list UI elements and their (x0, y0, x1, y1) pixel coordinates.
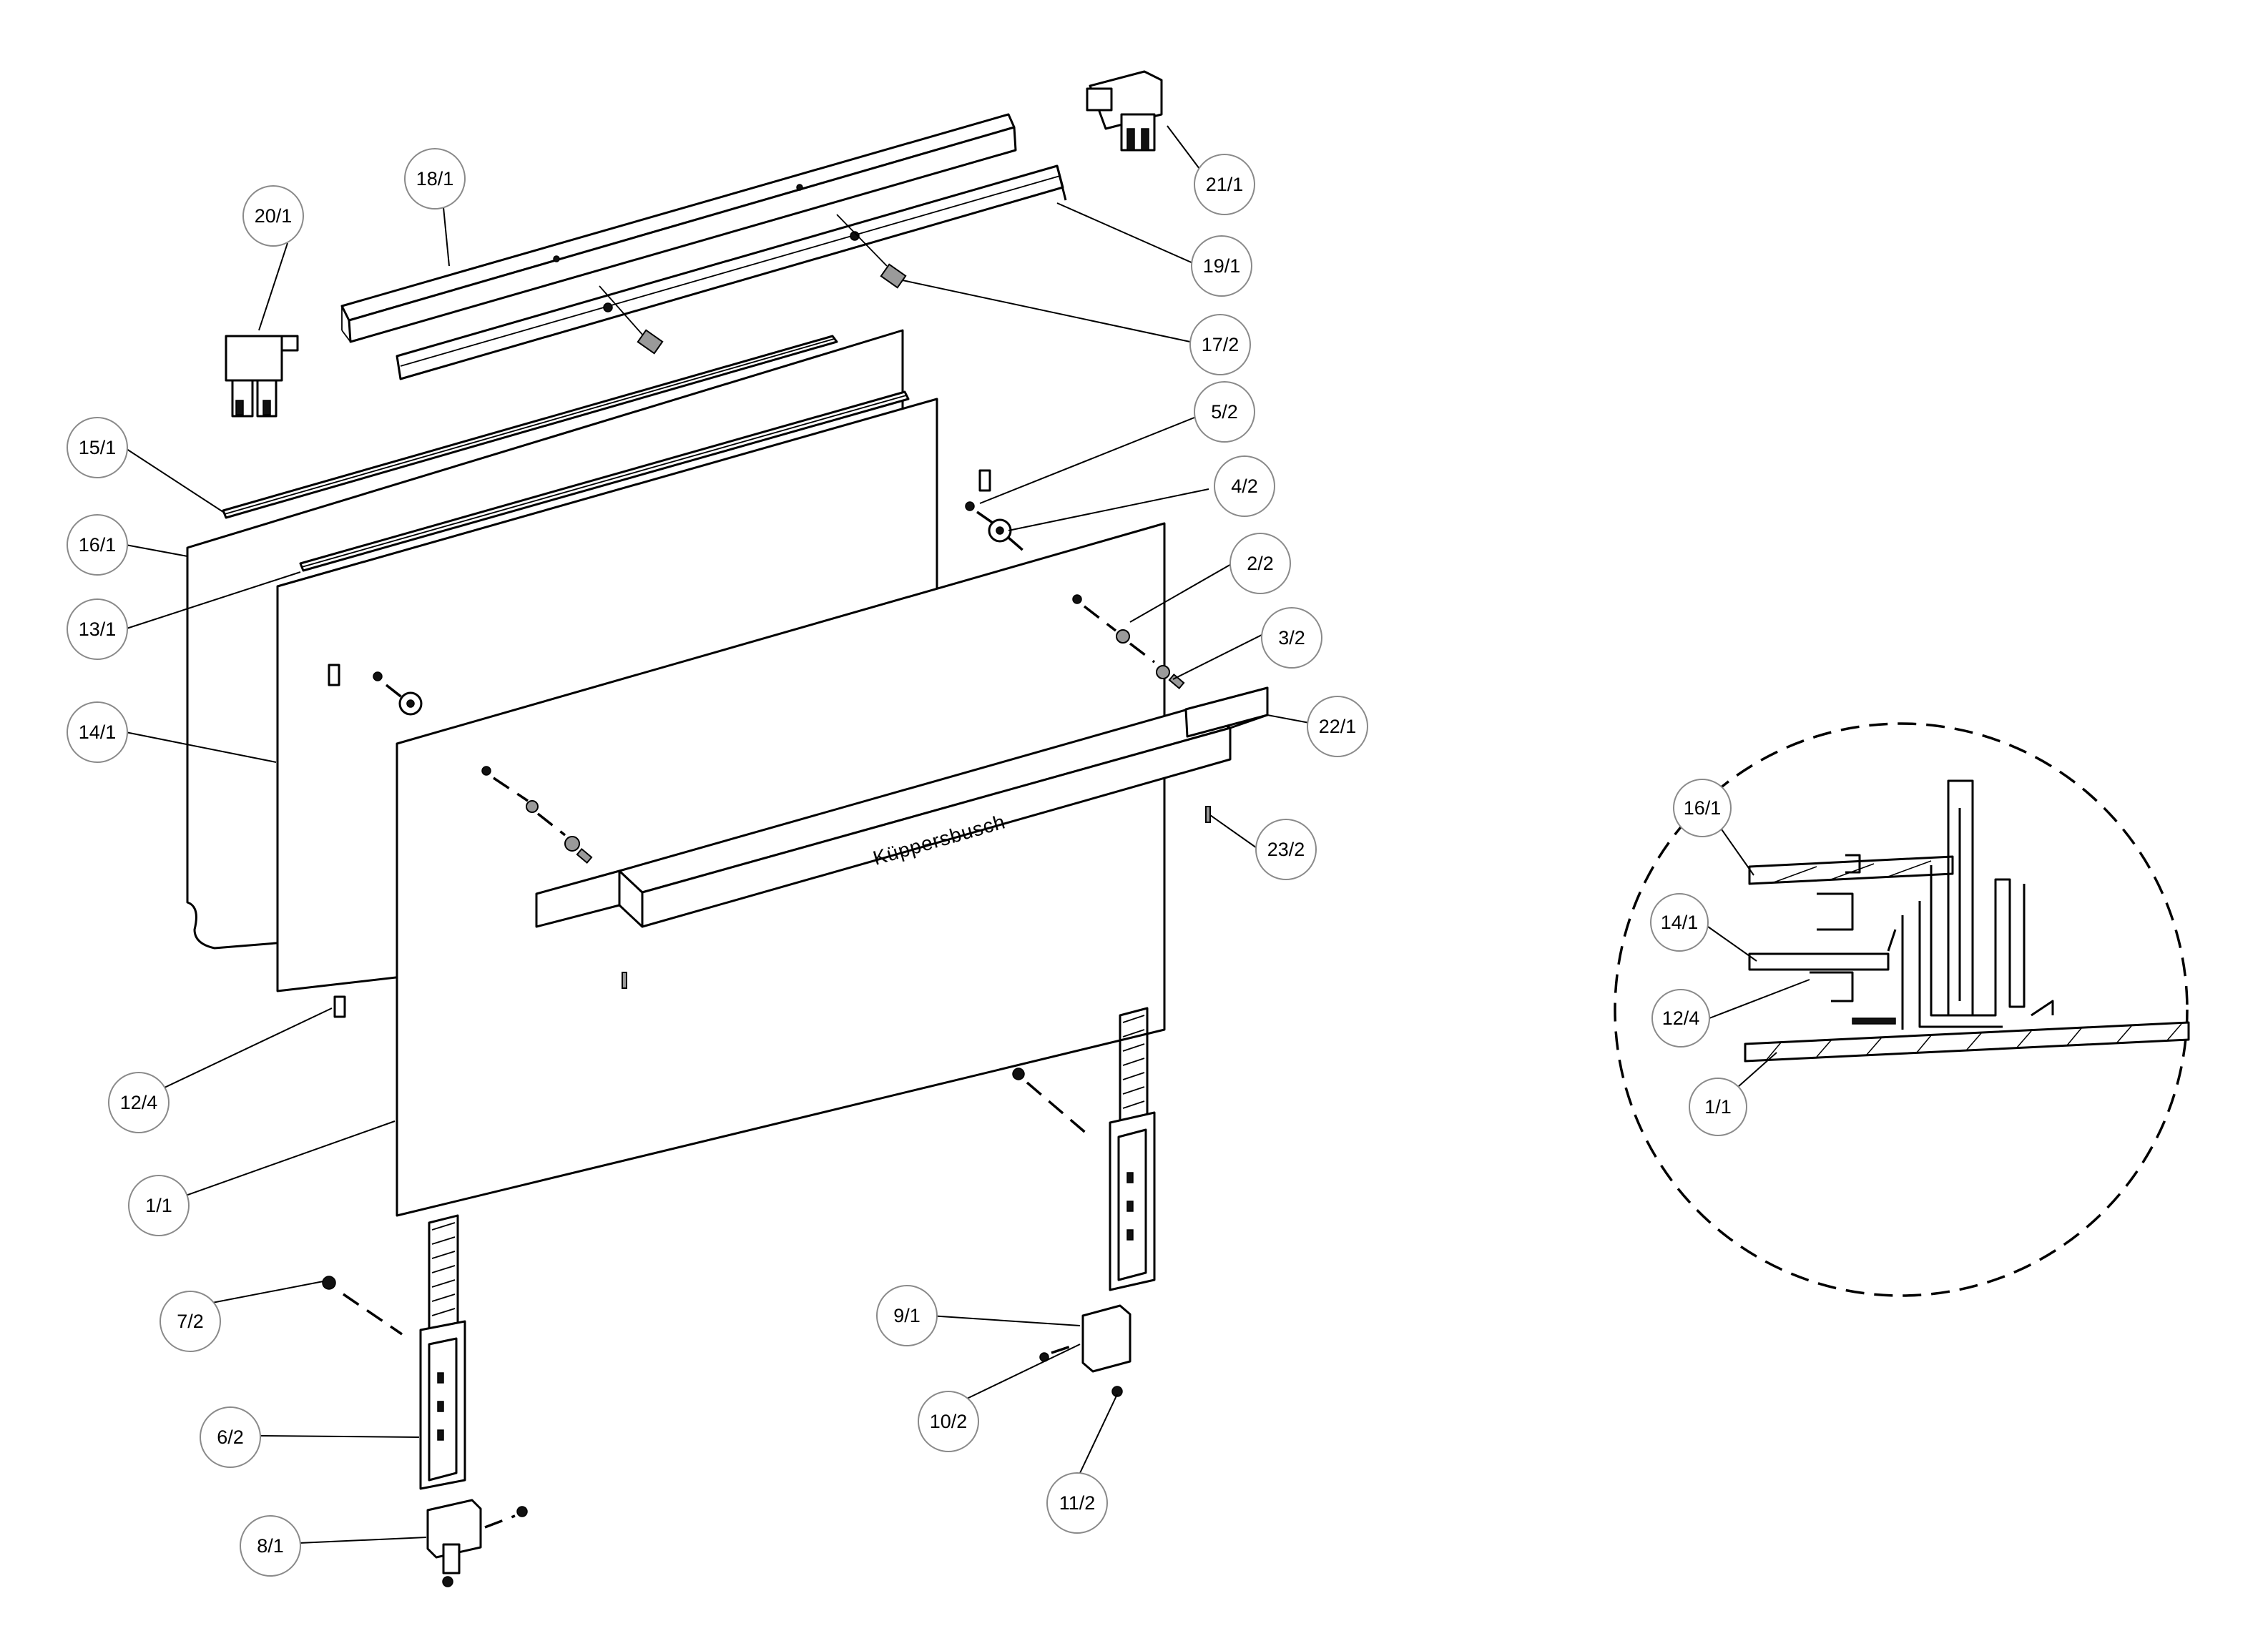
svg-text:13/1: 13/1 (79, 618, 117, 640)
callout-15-1: 15/1 (67, 417, 128, 478)
callout-18-1: 18/1 (404, 148, 466, 210)
callout-17-2: 17/2 (1189, 314, 1251, 375)
callout-22-1: 22/1 (1307, 696, 1368, 757)
svg-text:1/1: 1/1 (1704, 1096, 1732, 1118)
svg-text:3/2: 3/2 (1278, 627, 1305, 649)
svg-text:16/1: 16/1 (79, 534, 117, 556)
detail-view (1614, 722, 2190, 1297)
svg-text:14/1: 14/1 (79, 721, 117, 743)
callout-12-4: 12/4 (108, 1072, 170, 1133)
detail-callout-14-1: 14/1 (1650, 893, 1709, 952)
svg-text:9/1: 9/1 (893, 1305, 921, 1326)
callout-7-2: 7/2 (159, 1291, 221, 1352)
callout-1-1: 1/1 (128, 1175, 190, 1236)
svg-text:22/1: 22/1 (1319, 716, 1357, 737)
svg-text:21/1: 21/1 (1206, 174, 1244, 195)
callout-2-2: 2/2 (1229, 533, 1291, 594)
callout-20-1: 20/1 (242, 185, 304, 247)
svg-text:20/1: 20/1 (255, 205, 293, 227)
callout-8-1: 8/1 (240, 1515, 301, 1577)
svg-text:10/2: 10/2 (930, 1411, 968, 1432)
fastener-group-left (373, 671, 593, 864)
hinge-left-6-2 (322, 1214, 466, 1490)
svg-text:1/1: 1/1 (145, 1195, 172, 1216)
svg-text:23/2: 23/2 (1267, 839, 1305, 860)
svg-text:5/2: 5/2 (1211, 401, 1238, 423)
screw-17-2-left (599, 285, 664, 355)
callout-5-2: 5/2 (1194, 381, 1255, 443)
callout-19-1: 19/1 (1191, 235, 1252, 297)
corner-bracket-21-1 (1086, 70, 1163, 152)
lower-rail-19-1 (396, 164, 1067, 380)
svg-text:12/4: 12/4 (120, 1092, 158, 1113)
svg-text:19/1: 19/1 (1203, 255, 1241, 277)
callout-11-2: 11/2 (1046, 1472, 1108, 1534)
svg-text:6/2: 6/2 (217, 1426, 244, 1448)
svg-text:16/1: 16/1 (1684, 797, 1722, 819)
callout-6-2: 6/2 (200, 1406, 261, 1468)
seal-strip-15-1 (222, 335, 838, 519)
hinge-bracket-8-1 (426, 1499, 528, 1587)
callout-9-1: 9/1 (876, 1285, 938, 1346)
callout-10-2: 10/2 (918, 1391, 979, 1452)
svg-text:11/2: 11/2 (1059, 1492, 1096, 1514)
hinge-bracket-9-1 (1039, 1304, 1131, 1397)
handle-pin-23-2 (622, 806, 1211, 989)
callout-3-2: 3/2 (1261, 607, 1322, 669)
svg-text:14/1: 14/1 (1661, 912, 1699, 933)
svg-text:17/2: 17/2 (1202, 334, 1239, 355)
detail-callout-16-1: 16/1 (1673, 779, 1732, 837)
top-rail-18-1 (340, 113, 1017, 343)
svg-text:4/2: 4/2 (1231, 475, 1258, 497)
svg-text:7/2: 7/2 (177, 1311, 204, 1332)
callout-14-1: 14/1 (67, 701, 128, 763)
svg-text:8/1: 8/1 (257, 1535, 284, 1557)
svg-text:2/2: 2/2 (1247, 553, 1274, 574)
corner-bracket-20-1 (225, 335, 299, 418)
detail-callout-12-4: 12/4 (1651, 989, 1710, 1048)
svg-text:15/1: 15/1 (79, 437, 117, 458)
svg-text:12/4: 12/4 (1662, 1007, 1700, 1029)
callout-16-1: 16/1 (67, 514, 128, 576)
fastener-group-right (965, 469, 1185, 690)
seal-strip-13-1 (299, 390, 910, 572)
callout-23-2: 23/2 (1255, 819, 1317, 880)
callout-21-1: 21/1 (1194, 154, 1255, 215)
svg-text:18/1: 18/1 (416, 168, 454, 189)
callout-13-1: 13/1 (67, 598, 128, 660)
detail-callout-1-1: 1/1 (1689, 1078, 1747, 1136)
hinge-right (1012, 1007, 1156, 1291)
screw-17-2-right (836, 214, 907, 289)
callout-4-2: 4/2 (1214, 455, 1275, 517)
